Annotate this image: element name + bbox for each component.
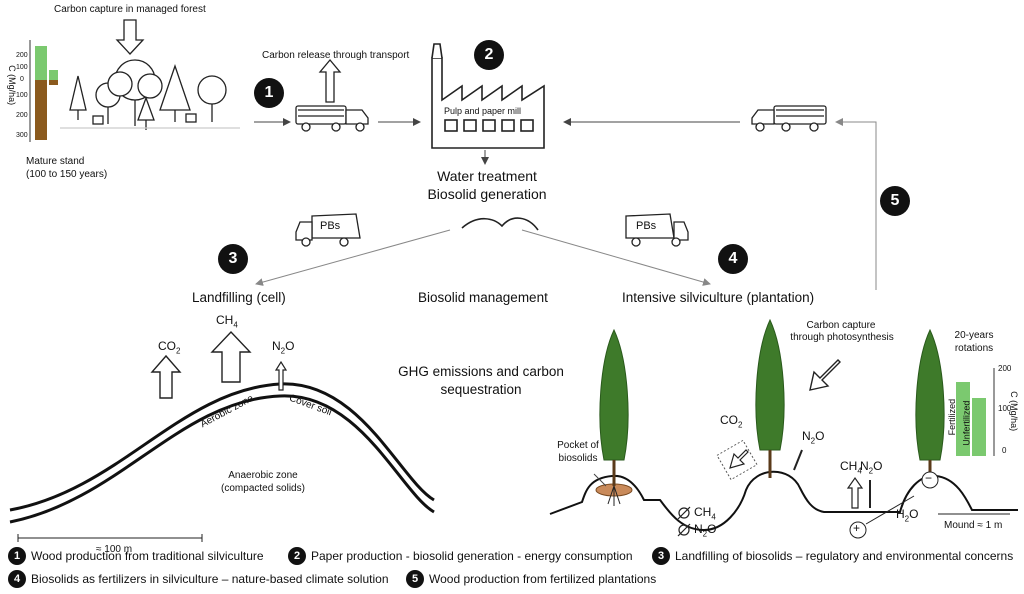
photosynthesis-label-1: Carbon capture [806, 320, 876, 331]
pbs-truck-left [295, 213, 361, 247]
plus-sign: + [853, 521, 861, 535]
badge-2: 2 [474, 40, 504, 70]
legend-text-3: Landfilling of biosolids – regulatory an… [675, 549, 1014, 563]
legend-item-3: 3 Landfilling of biosolids – regulatory … [652, 547, 1013, 565]
landfill-mound [9, 382, 435, 524]
plantation-trees [599, 318, 945, 486]
biosolid-generation-label: Biosolid generation [427, 186, 547, 202]
pulp-paper-mill [431, 43, 545, 149]
landfilling-label: Landfilling (cell) [192, 290, 286, 305]
c-tick-200-up: 200 [16, 52, 28, 59]
legend-item-4: 4 Biosolids as fertilizers in silvicultu… [8, 570, 389, 588]
landfill-co2-label: CO2 [158, 339, 181, 356]
plantation-ch4-arrow [846, 476, 864, 509]
plantation-n2o-label-2: N2O [860, 459, 883, 476]
plantation-tick-0: 0 [1002, 446, 1007, 455]
plantation-tick-100: 100 [998, 404, 1012, 413]
c-tick-100-down: 100 [16, 92, 28, 99]
rotations-label-1: 20-years [954, 330, 994, 341]
anaerobic-zone-label: Anaerobic zone [228, 470, 298, 481]
photosynthesis-label-2: through photosynthesis [790, 332, 894, 343]
bar-label-fertilized: Fertilized [947, 398, 958, 436]
mill-label: Pulp and paper mill [444, 106, 522, 116]
pbs-label-right: PBs [636, 220, 657, 232]
transport-caption: Carbon release through transport [262, 50, 410, 61]
mature-stand-bar-chart [29, 40, 58, 142]
landfill-ch4-arrow [210, 330, 252, 383]
legend-badge-1: 1 [8, 547, 26, 565]
c-tick-200-down: 200 [16, 112, 28, 119]
ghg-heading-line2: sequestration [440, 382, 522, 397]
forest-capture-arrow [115, 19, 145, 55]
anaerobic-zone-sub: (compacted solids) [221, 483, 305, 494]
plantation-c-axis-label: C (Mg/ha) [1009, 391, 1020, 432]
forest-caption: Carbon capture in managed forest [54, 4, 206, 15]
legend-badge-4: 4 [8, 570, 26, 588]
badge-5: 5 [880, 186, 910, 216]
landfill-n2o-label: N2O [272, 339, 295, 356]
c-tick-100-up: 100 [16, 64, 28, 71]
plantation-co2-arrow [729, 449, 749, 469]
bar-above-short [49, 70, 58, 80]
plantation-n2o-label-1: N2O [802, 429, 825, 446]
plantation-ch4-label: CH4 [840, 459, 862, 476]
biosolid-squiggle [461, 217, 539, 231]
bar-below-tall [35, 80, 47, 140]
badge-1: 1 [254, 78, 284, 108]
tree-roots [607, 485, 621, 506]
bar-below-short [49, 80, 58, 85]
plantation-ch4-label-ghost: CH4 [694, 505, 716, 522]
forest-trees [60, 59, 240, 130]
plantation-n2o-label-ghost: N2O [694, 522, 717, 539]
badge-4: 4 [718, 244, 748, 274]
minus-sign: − [925, 471, 933, 485]
ghg-heading-line1: GHG emissions and carbon [398, 364, 564, 379]
c-tick-300-down: 300 [16, 132, 28, 139]
legend-item-1: 1 Wood production from traditional silvi… [8, 547, 264, 565]
landfill-n2o-arrow [274, 360, 288, 391]
legend-text-5: Wood production from fertilized plantati… [429, 572, 657, 586]
plantation-n2o-arrow-1 [793, 449, 803, 471]
pbs-label-left: PBs [320, 220, 341, 232]
legend-item-2: 2 Paper production - biosolid generation… [288, 547, 633, 565]
no-emission-symbols [677, 506, 691, 537]
landfill-ch4-label: CH4 [216, 313, 238, 330]
water-treatment-label: Water treatment [437, 168, 537, 184]
bar-above-tall [35, 46, 47, 80]
log-truck-right [751, 105, 827, 132]
legend-text-2: Paper production - biosolid generation -… [311, 549, 633, 563]
landfill-co2-arrow [150, 354, 182, 399]
legend-badge-2: 2 [288, 547, 306, 565]
c-tick-0: 0 [20, 76, 24, 83]
bar-label-unfertilized: Unfertilized [961, 400, 972, 446]
plantation-bar-chart [956, 368, 995, 456]
badge-3: 3 [218, 244, 248, 274]
pocket-label-1: Pocket of [557, 440, 599, 451]
mound-scale-label: Mound ≈ 1 m [944, 520, 1003, 531]
log-truck-left [295, 105, 369, 132]
h2o-label: H2O [896, 507, 919, 524]
legend-text-1: Wood production from traditional silvicu… [31, 549, 264, 563]
mature-stand-years: (100 to 150 years) [26, 169, 108, 180]
pocket-label-2: biosolids [558, 453, 598, 464]
legend-badge-5: 5 [406, 570, 424, 588]
h2o-double-arrow [865, 495, 915, 525]
photosynthesis-arrow [809, 359, 841, 391]
mature-stand-label: Mature stand [26, 156, 85, 167]
pbs-truck-right [625, 213, 689, 247]
intensive-silviculture-label: Intensive silviculture (plantation) [622, 290, 815, 305]
transport-release-arrow [318, 58, 342, 103]
plantation-co2-label: CO2 [720, 413, 743, 430]
biosolid-management-label: Biosolid management [418, 290, 548, 305]
landfill-scale-label: ≈ 100 m [96, 544, 133, 555]
rotations-label-2: rotations [954, 343, 994, 354]
legend-item-5: 5 Wood production from fertilized planta… [406, 570, 656, 588]
legend-badge-3: 3 [652, 547, 670, 565]
plantation-tick-200: 200 [998, 364, 1012, 373]
legend-text-4: Biosolids as fertilizers in silviculture… [31, 572, 389, 586]
